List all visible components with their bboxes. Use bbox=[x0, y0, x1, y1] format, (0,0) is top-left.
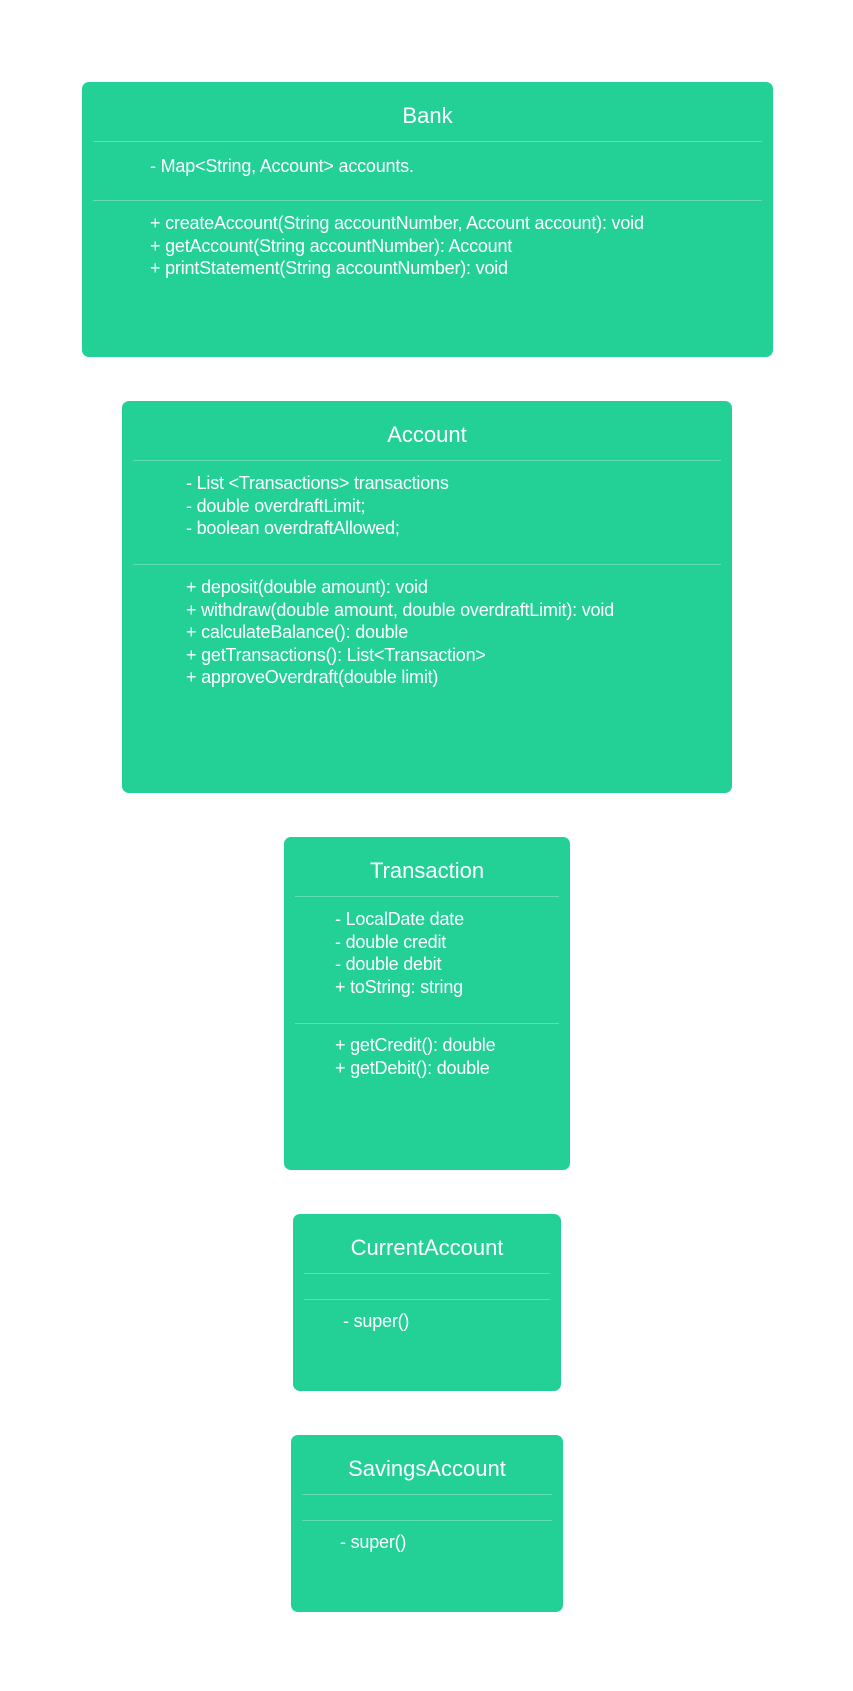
attribute-list-bank: - Map<String, Account> accounts. bbox=[150, 155, 414, 178]
class-box-account[interactable]: Account - List <Transactions> transactio… bbox=[122, 401, 732, 793]
method-list-account: + deposit(double amount): void + withdra… bbox=[186, 576, 614, 689]
divider bbox=[133, 564, 721, 565]
attribute-item: - double credit bbox=[335, 931, 447, 952]
class-box-savings-account[interactable]: SavingsAccount - super() bbox=[291, 1435, 563, 1612]
divider bbox=[93, 200, 762, 201]
method-item: + getTransactions(): List<Transaction> bbox=[186, 644, 486, 665]
method-item: - super() bbox=[340, 1532, 407, 1552]
attribute-item: - Map<String, Account> accounts. bbox=[150, 156, 414, 176]
method-item: + getDebit(): double bbox=[335, 1057, 490, 1078]
class-name-savings-account: SavingsAccount bbox=[348, 1456, 506, 1481]
method-list-bank: + createAccount(String accountNumber, Ac… bbox=[150, 212, 644, 280]
method-list-transaction: + getCredit(): double + getDebit(): doub… bbox=[335, 1034, 496, 1079]
divider bbox=[302, 1494, 552, 1495]
method-item: + getCredit(): double bbox=[335, 1035, 496, 1055]
attribute-item: - boolean overdraftAllowed; bbox=[186, 518, 400, 538]
attribute-item: - LocalDate date bbox=[335, 909, 464, 929]
attribute-item: - List <Transactions> transactions bbox=[186, 473, 449, 493]
method-item: + withdraw(double amount, double overdra… bbox=[186, 599, 614, 620]
attribute-item: - double overdraftLimit; bbox=[186, 495, 366, 516]
method-list-savings-account: - super() bbox=[340, 1531, 406, 1554]
method-item: + createAccount(String accountNumber, Ac… bbox=[150, 213, 644, 233]
divider bbox=[295, 1023, 559, 1024]
divider bbox=[295, 896, 559, 897]
method-list-current-account: - super() bbox=[343, 1310, 409, 1333]
class-name-account: Account bbox=[387, 422, 467, 447]
method-item: + printStatement(String accountNumber): … bbox=[150, 258, 508, 278]
class-name-transaction: Transaction bbox=[369, 858, 485, 883]
divider bbox=[304, 1299, 550, 1300]
method-item: - super() bbox=[343, 1311, 410, 1331]
class-box-current-account[interactable]: CurrentAccount - super() bbox=[293, 1214, 561, 1391]
class-name-bank: Bank bbox=[402, 103, 453, 128]
attribute-list-transaction: - LocalDate date - double credit - doubl… bbox=[335, 908, 464, 998]
divider bbox=[302, 1520, 552, 1521]
class-box-bank[interactable]: Bank - Map<String, Account> accounts. + … bbox=[82, 82, 773, 357]
class-box-transaction[interactable]: Transaction - LocalDate date - double cr… bbox=[284, 837, 570, 1170]
divider bbox=[304, 1273, 550, 1274]
divider bbox=[133, 460, 721, 461]
divider bbox=[93, 141, 762, 142]
method-item: + approveOverdraft(double limit) bbox=[186, 667, 439, 687]
method-item: + calculateBalance(): double bbox=[186, 622, 409, 642]
class-name-current-account: CurrentAccount bbox=[350, 1235, 504, 1260]
attribute-item: - double debit bbox=[335, 954, 442, 974]
method-item: + deposit(double amount): void bbox=[186, 577, 428, 597]
attribute-item: + toString: string bbox=[335, 976, 463, 997]
method-item: + getAccount(String accountNumber): Acco… bbox=[150, 235, 513, 256]
attribute-list-account: - List <Transactions> transactions - dou… bbox=[186, 472, 449, 540]
